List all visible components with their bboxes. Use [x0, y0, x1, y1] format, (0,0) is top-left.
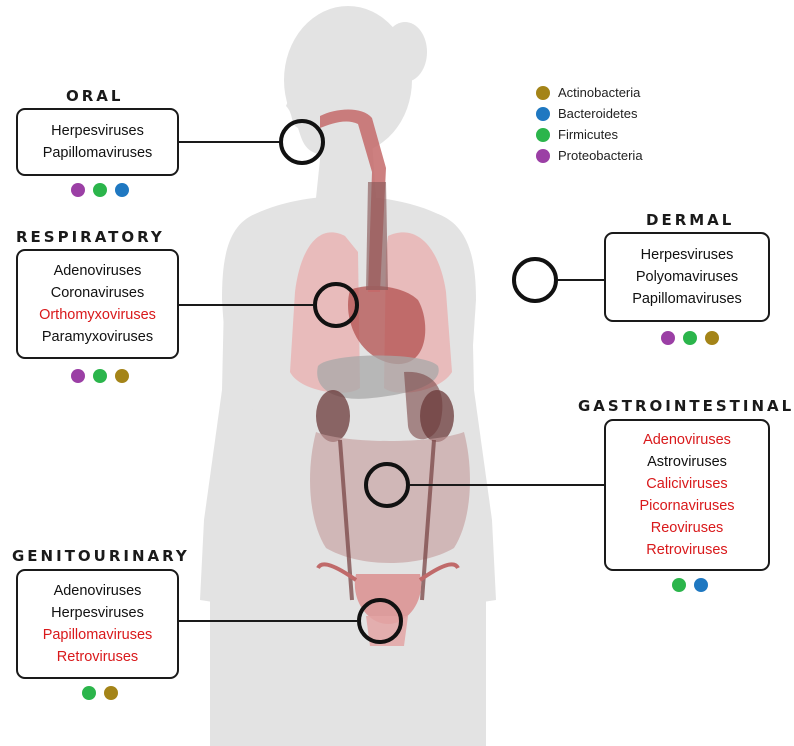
virus-name: Picornaviruses	[639, 495, 734, 517]
right-kidney	[420, 390, 454, 442]
oral-phyla-dots	[71, 183, 129, 197]
virus-name: Herpesviruses	[51, 120, 144, 142]
firmicutes-dot	[683, 331, 697, 345]
virus-name: Herpesviruses	[641, 244, 734, 266]
gastrointestinal-title: GASTROINTESTINAL	[578, 397, 794, 415]
legend-item: Bacteroidetes	[536, 103, 643, 124]
actinobacteria-dot	[104, 686, 118, 700]
firmicutes-dot	[93, 369, 107, 383]
legend-label: Proteobacteria	[558, 148, 643, 163]
legend-item: Actinobacteria	[536, 82, 643, 103]
virus-name: Adenoviruses	[54, 260, 142, 282]
bacteroidetes-dot	[115, 183, 129, 197]
virus-name: Retroviruses	[646, 539, 727, 561]
legend-dot	[536, 149, 550, 163]
actinobacteria-dot	[705, 331, 719, 345]
legend-item: Firmicutes	[536, 124, 643, 145]
legend-dot	[536, 86, 550, 100]
virus-name: Polyomaviruses	[636, 266, 738, 288]
proteobacteria-dot	[71, 183, 85, 197]
legend-dot	[536, 128, 550, 142]
virus-name: Reoviruses	[651, 517, 724, 539]
firmicutes-dot	[93, 183, 107, 197]
respiratory-title: RESPIRATORY	[16, 228, 165, 246]
intestines	[310, 432, 470, 563]
proteobacteria-dot	[661, 331, 675, 345]
legend-label: Actinobacteria	[558, 85, 640, 100]
virus-name: Orthomyxoviruses	[39, 304, 156, 326]
respiratory-phyla-dots	[71, 369, 129, 383]
virus-name: Adenoviruses	[54, 580, 142, 602]
virus-name: Papillomaviruses	[632, 288, 742, 310]
virus-name: Papillomaviruses	[43, 624, 153, 646]
actinobacteria-dot	[115, 369, 129, 383]
virus-name: Coronaviruses	[51, 282, 145, 304]
virus-name: Caliciviruses	[646, 473, 727, 495]
virus-name: Herpesviruses	[51, 602, 144, 624]
proteobacteria-dot	[71, 369, 85, 383]
legend-label: Bacteroidetes	[558, 106, 638, 121]
trachea	[366, 182, 388, 290]
genitourinary-title: GENITOURINARY	[12, 547, 190, 565]
gastrointestinal-phyla-dots	[672, 578, 708, 592]
legend-label: Firmicutes	[558, 127, 618, 142]
virus-name: Adenoviruses	[643, 429, 731, 451]
dermal-site-marker	[514, 259, 556, 301]
firmicutes-dot	[672, 578, 686, 592]
virus-name: Papillomaviruses	[43, 142, 153, 164]
legend-item: Proteobacteria	[536, 145, 643, 166]
dermal-phyla-dots	[661, 331, 719, 345]
bacteroidetes-dot	[694, 578, 708, 592]
dermal-title: DERMAL	[646, 211, 734, 229]
virus-name: Retroviruses	[57, 646, 138, 668]
genitourinary-phyla-dots	[82, 686, 118, 700]
firmicutes-dot	[82, 686, 96, 700]
legend-dot	[536, 107, 550, 121]
virus-name: Astroviruses	[647, 451, 727, 473]
virus-name: Paramyxoviruses	[42, 326, 153, 348]
oral-title: ORAL	[66, 87, 123, 105]
